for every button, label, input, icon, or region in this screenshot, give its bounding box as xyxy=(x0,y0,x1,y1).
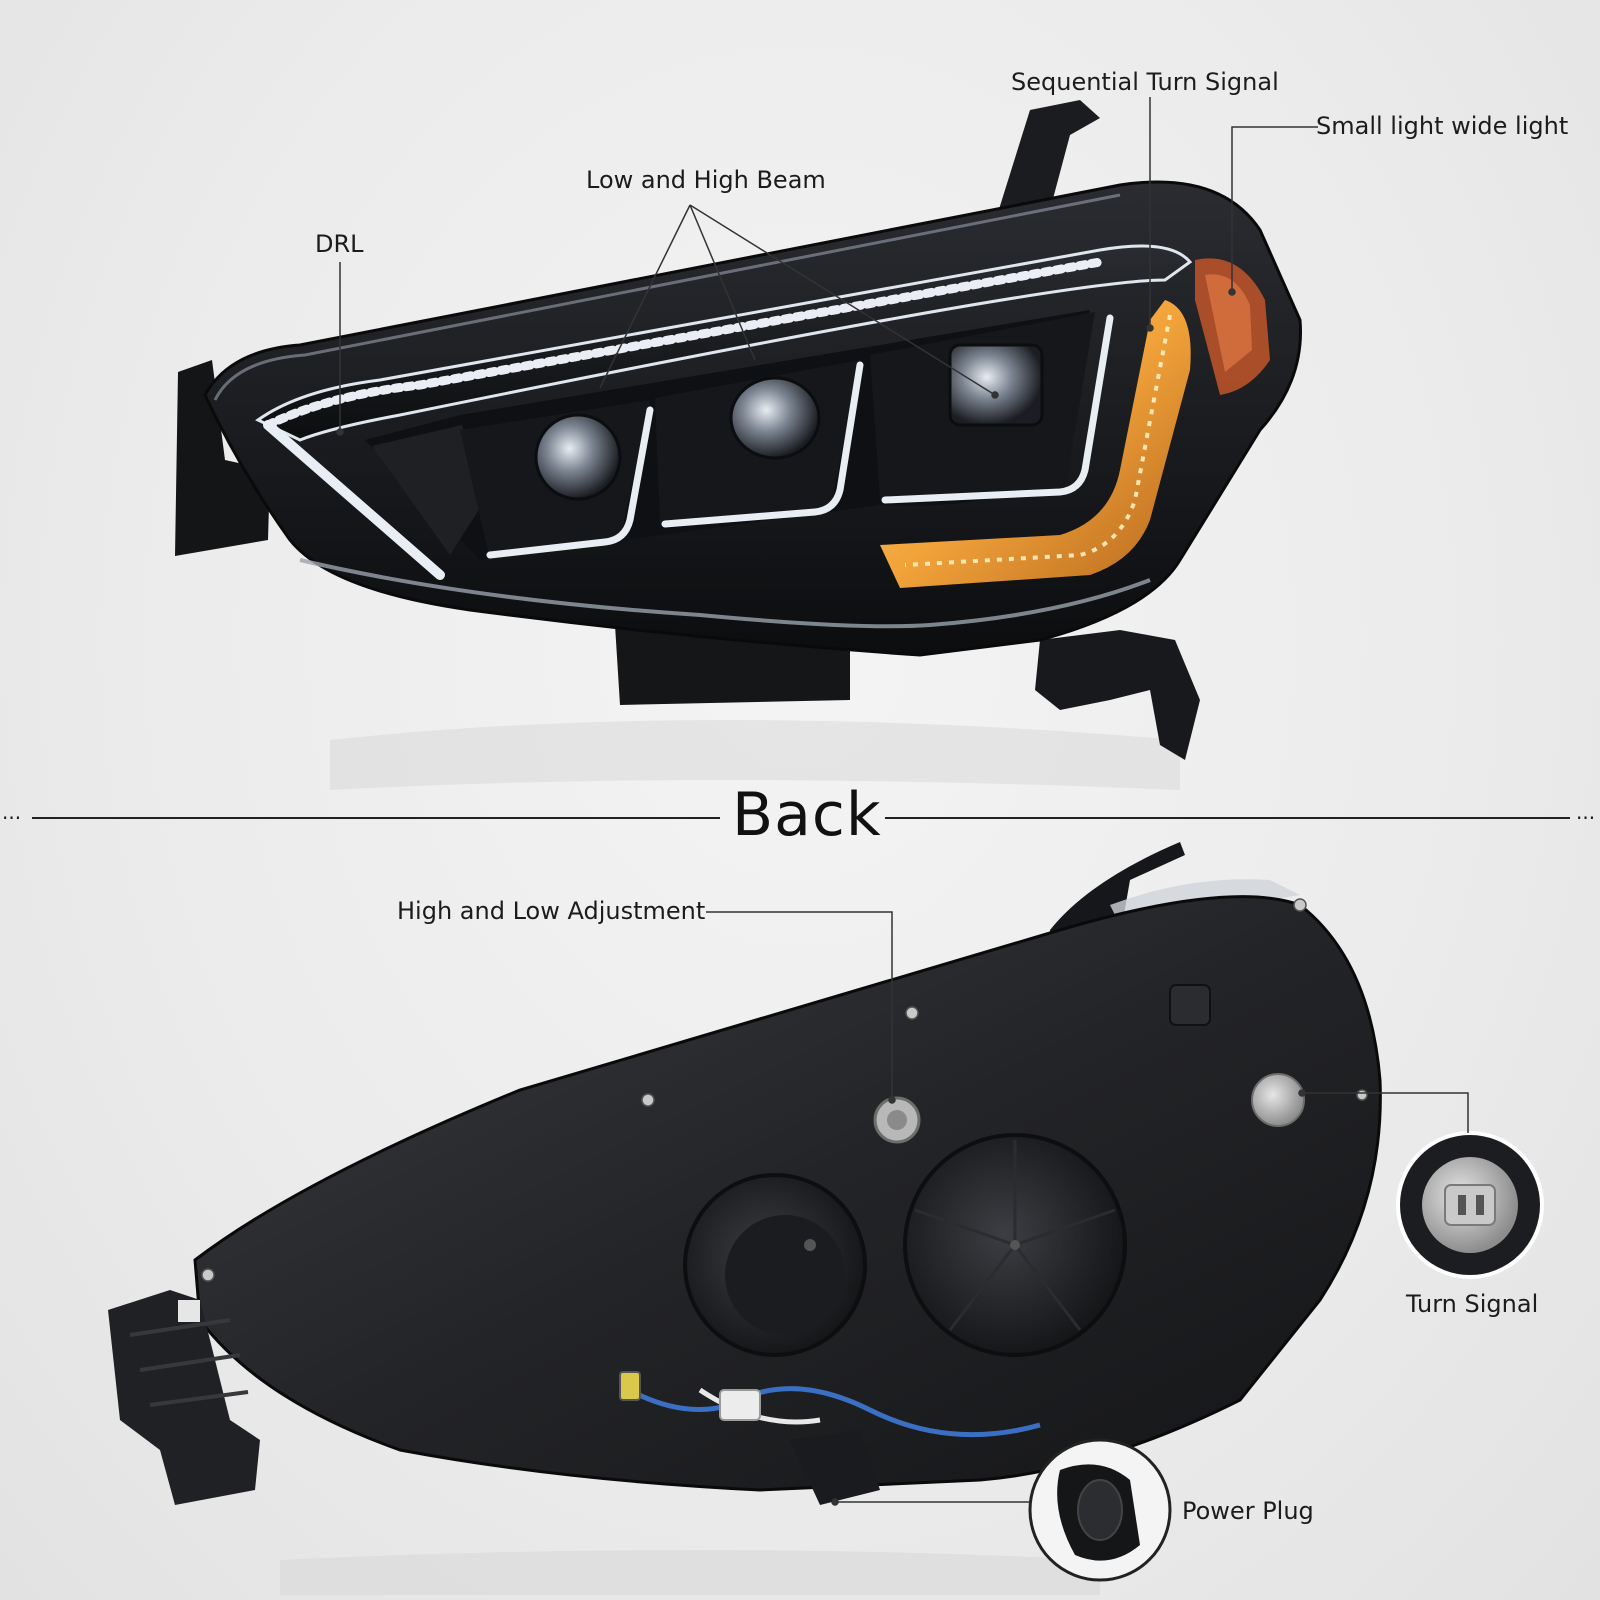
turn-signal-inset xyxy=(1396,1131,1544,1279)
callout-low-high-beam: Low and High Beam xyxy=(586,166,826,194)
back-leader-lines xyxy=(706,911,1469,1506)
back-headlight xyxy=(108,842,1382,1595)
callout-drl: DRL xyxy=(315,230,364,258)
front-headlight xyxy=(175,100,1302,790)
callout-power-plug: Power Plug xyxy=(1182,1497,1314,1525)
section-title-back: Back xyxy=(732,780,882,850)
callout-sequential-turn-signal: Sequential Turn Signal xyxy=(1011,68,1279,96)
divider-left-dots: ... xyxy=(2,800,22,824)
callout-high-low-adjustment: High and Low Adjustment xyxy=(397,897,706,925)
callout-turn-signal: Turn Signal xyxy=(1406,1290,1539,1318)
power-plug-inset xyxy=(1028,1438,1172,1582)
divider-right-dots: ... xyxy=(1576,800,1596,824)
front-leader-lines xyxy=(336,97,1318,436)
callout-small-light-wide-light: Small light wide light xyxy=(1316,112,1569,140)
